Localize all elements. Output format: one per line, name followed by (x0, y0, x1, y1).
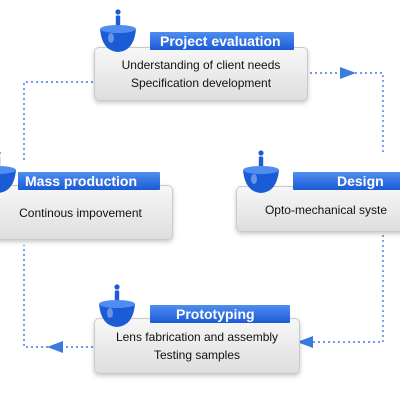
stage-title-design: Design (293, 172, 400, 190)
connector-design-to-prototyping (312, 230, 384, 343)
person-bowl-icon (99, 284, 135, 327)
stage-title-mass-production: Mass production (18, 172, 160, 190)
stage-title-prototyping: Prototyping (150, 305, 290, 323)
connector-evaluation-to-design (310, 72, 384, 152)
connector-prototyping-to-mass (23, 245, 93, 348)
stage-detail: Testing samples (153, 348, 241, 362)
arrowhead-to-mass-production (47, 341, 63, 353)
person-bowl-icon (243, 150, 279, 193)
stage-card-mass-production: Continous impovement (0, 185, 173, 240)
stage-detail: Lens fabrication and assembly (115, 330, 279, 344)
arrowhead-to-prototyping (297, 336, 313, 348)
connector-mass-to-evaluation (23, 81, 93, 160)
stage-detail: Continous impovement (19, 206, 142, 220)
stage-card-design: Opto-mechanical syste (236, 186, 400, 232)
stage-card-prototyping: Lens fabrication and assembly Testing sa… (94, 318, 300, 374)
stage-detail: Understanding of client needs (121, 58, 281, 72)
person-bowl-icon (0, 151, 16, 193)
stage-detail: Opto-mechanical syste (264, 203, 388, 217)
stage-card-project-evaluation: Understanding of client needs Specificat… (94, 47, 308, 101)
arrowhead-to-evaluation-right (340, 67, 356, 79)
stage-detail: Specification development (130, 76, 272, 90)
person-bowl-icon (100, 9, 136, 52)
stage-title-project-evaluation: Project evaluation (150, 32, 294, 50)
